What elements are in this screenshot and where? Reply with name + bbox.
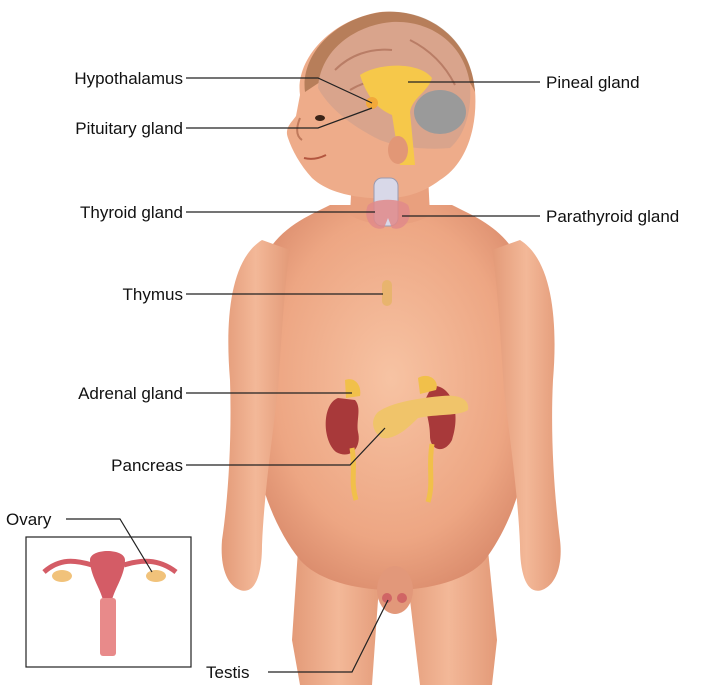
eye	[315, 115, 325, 121]
label-thymus: Thymus	[123, 285, 183, 304]
label-pineal: Pineal gland	[546, 73, 640, 92]
label-pancreas: Pancreas	[111, 456, 183, 475]
testis-right	[397, 593, 407, 603]
ovary-inset	[26, 537, 191, 667]
torso	[252, 205, 530, 590]
child-figure	[222, 12, 561, 685]
vagina	[100, 598, 116, 656]
ear	[388, 136, 408, 164]
label-hypothalamus: Hypothalamus	[74, 69, 183, 88]
label-pituitary: Pituitary gland	[75, 119, 183, 138]
label-ovary: Ovary	[6, 510, 52, 529]
right-ovary	[146, 570, 166, 582]
label-adrenal: Adrenal gland	[78, 384, 183, 403]
thymus-shape	[382, 280, 392, 306]
cerebellum	[414, 90, 466, 134]
label-testis: Testis	[206, 663, 249, 682]
left-ureter	[352, 448, 356, 500]
left-ovary	[52, 570, 72, 582]
label-thyroid: Thyroid gland	[80, 203, 183, 222]
label-parathyroid: Parathyroid gland	[546, 207, 679, 226]
right-ureter	[428, 444, 432, 502]
scrotum	[377, 566, 413, 614]
